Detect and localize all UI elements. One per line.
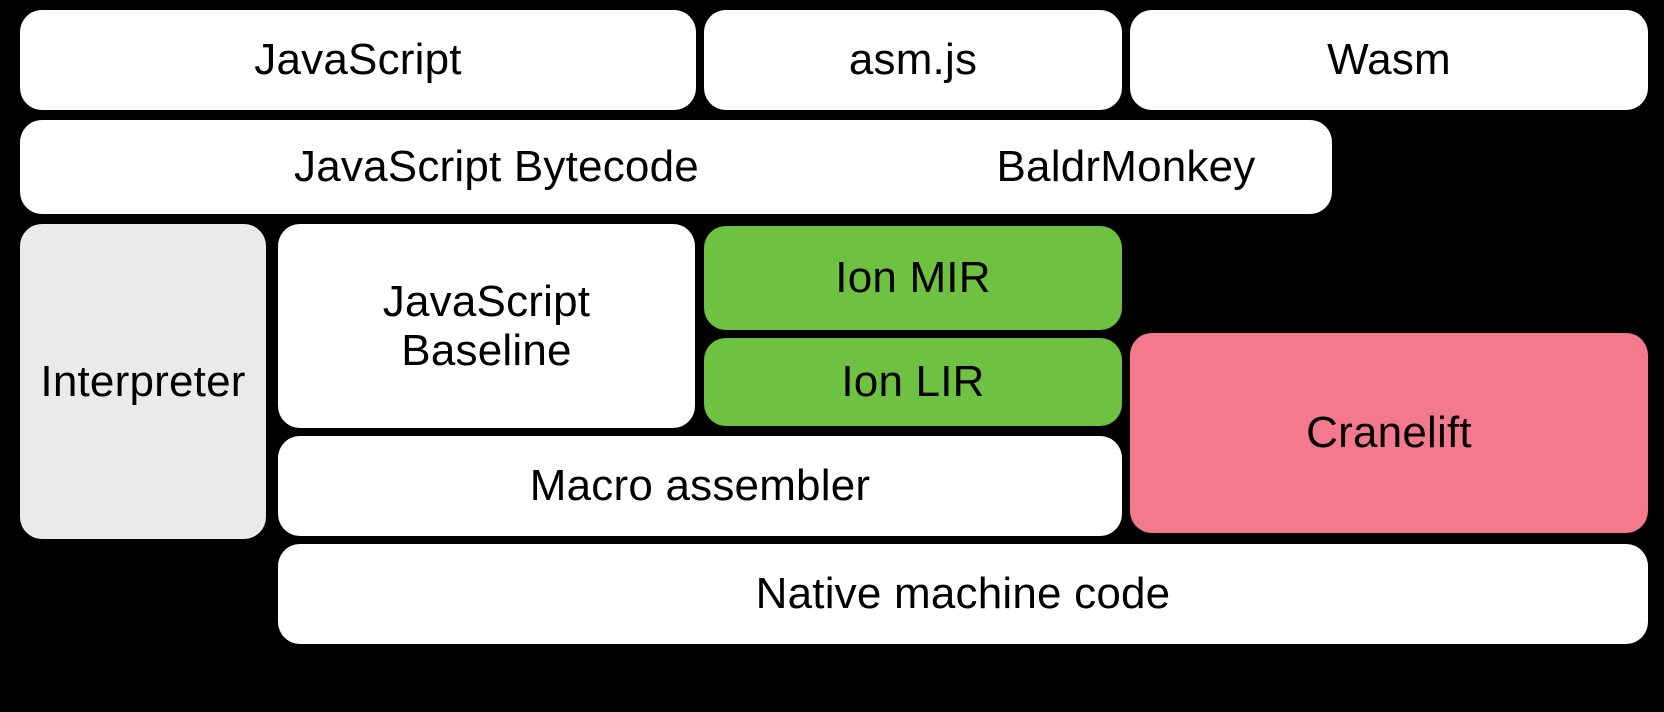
- node-javascript-baseline[interactable]: JavaScript Baseline: [278, 224, 695, 428]
- node-ion-lir[interactable]: Ion LIR: [704, 338, 1122, 426]
- node-native-machine-code[interactable]: Native machine code: [278, 544, 1648, 644]
- node-ion-mir[interactable]: Ion MIR: [704, 226, 1122, 330]
- node-cranelift[interactable]: Cranelift: [1130, 333, 1648, 533]
- node-asm-js[interactable]: asm.js: [704, 10, 1122, 110]
- node-baldrmonkey[interactable]: BaldrMonkey: [920, 120, 1332, 214]
- node-interpreter[interactable]: Interpreter: [20, 224, 266, 539]
- node-macro-assembler[interactable]: Macro assembler: [278, 436, 1122, 536]
- node-javascript[interactable]: JavaScript: [20, 10, 696, 110]
- node-javascript-bytecode[interactable]: JavaScript Bytecode: [20, 120, 973, 214]
- node-wasm[interactable]: Wasm: [1130, 10, 1648, 110]
